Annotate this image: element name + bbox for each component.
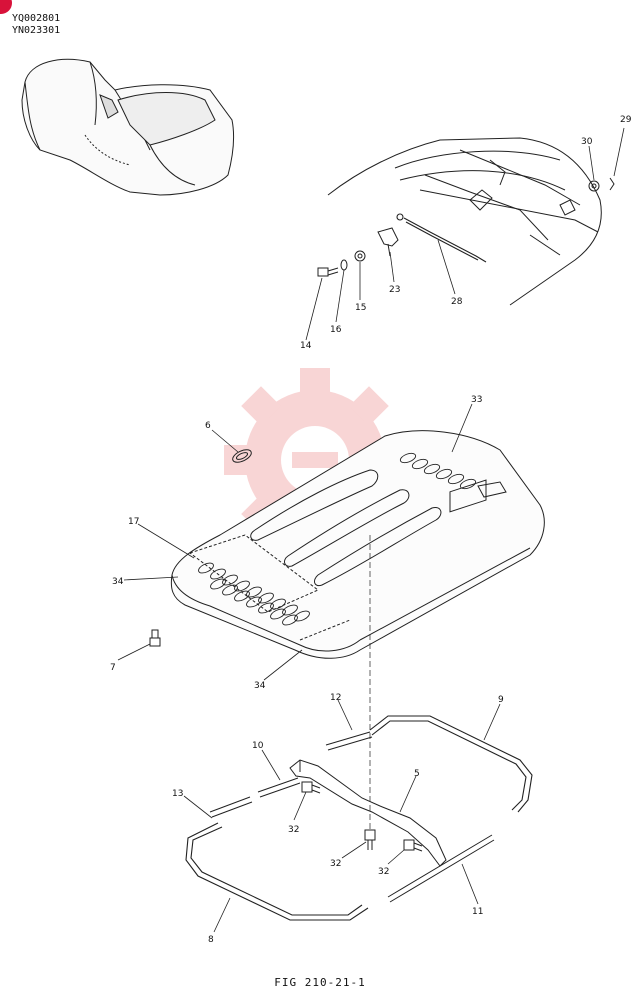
part-code-2: YN023301 (12, 25, 61, 36)
callout-33: 33 (471, 395, 482, 405)
part-code-1: YQ002801 (12, 13, 61, 24)
page-marker-badge (0, 0, 12, 14)
bolt-14 (317, 267, 339, 277)
callout-29: 29 (620, 115, 632, 125)
callout-labels: 29 30 23 28 15 16 14 6 33 17 34 7 34 12 … (110, 115, 632, 945)
bolt-32-b (364, 829, 376, 850)
callout-16: 16 (330, 325, 342, 335)
louver-slots-rear (399, 452, 477, 490)
callout-8: 8 (208, 935, 214, 945)
cab-roof-cover (327, 137, 602, 306)
callout-32-a: 32 (288, 825, 299, 835)
leader-lines-upper (305, 127, 625, 341)
callout-34-lower: 34 (254, 681, 266, 691)
rod-28 (396, 213, 487, 263)
callout-7: 7 (110, 663, 116, 673)
roof-panel-33 (170, 430, 545, 659)
callout-32-c: 32 (378, 867, 389, 877)
clip-29 (609, 177, 615, 191)
callout-15: 15 (355, 303, 366, 313)
frame-9 (369, 715, 533, 813)
callout-34-upper: 34 (112, 577, 124, 587)
callout-30: 30 (581, 137, 593, 147)
nut-30 (588, 180, 600, 192)
leader-lines-lower (117, 403, 501, 933)
callout-9: 9 (498, 695, 504, 705)
bracket-5 (289, 759, 447, 867)
callout-23: 23 (389, 285, 400, 295)
callout-28: 28 (451, 297, 463, 307)
cap-6 (232, 449, 252, 463)
operator-seat (21, 58, 235, 196)
louver-slots-front (198, 562, 310, 626)
callout-32-b: 32 (330, 859, 341, 869)
washer-15 (354, 250, 366, 262)
callout-10: 10 (252, 741, 264, 751)
callout-13: 13 (172, 789, 183, 799)
seal-strips (209, 731, 495, 903)
callout-5: 5 (414, 769, 420, 779)
bolt-7 (149, 629, 161, 647)
frame-8 (185, 822, 369, 921)
bolt-32-c (403, 839, 423, 852)
callout-6: 6 (205, 421, 211, 431)
bracket-23 (377, 227, 399, 257)
part-codes: YQ002801 YN023301 (12, 13, 60, 37)
callout-17: 17 (128, 517, 139, 527)
callout-11: 11 (472, 907, 483, 917)
callout-12: 12 (330, 693, 341, 703)
bolt-32-a (301, 781, 321, 794)
callout-14: 14 (300, 341, 312, 351)
washer-16 (340, 259, 348, 271)
figure-caption: FIG 210-21-1 (274, 976, 366, 989)
